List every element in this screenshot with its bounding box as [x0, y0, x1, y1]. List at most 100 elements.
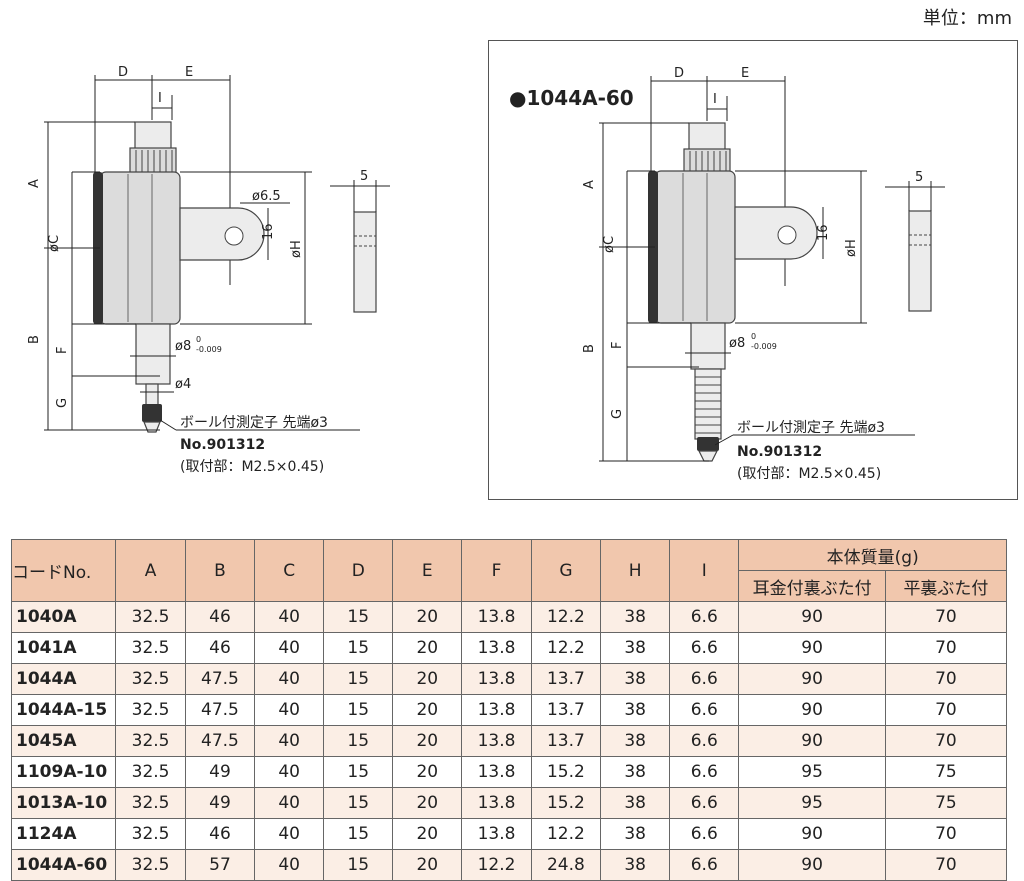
value-cell: 32.5 [115, 632, 186, 664]
value-cell: 40 [254, 601, 325, 633]
drawing-1044a-60: ●1044A-60 D E I 16 øH 5 ø8 0 -0.009 [488, 40, 1018, 500]
value-cell: 32.5 [115, 725, 186, 757]
value-cell: 15 [323, 632, 394, 664]
mount-thread: (取付部：M2.5×0.45) [737, 466, 881, 482]
col-header-6: F [461, 539, 532, 602]
value-cell: 46 [184, 601, 256, 633]
value-cell: 70 [884, 601, 1008, 633]
dim-a-label: A [582, 180, 597, 189]
col-header-mass-sub-1: 平裏ぶた付 [884, 570, 1008, 602]
table-subheader-row: 耳金付裏ぶた付平裏ぶた付 [12, 570, 1008, 602]
unit-label: 単位：mm [922, 8, 1012, 29]
hole-dia-label: ø6.5 [252, 189, 281, 204]
value-cell: 75 [884, 756, 1008, 788]
code-cell: 1044A-60 [10, 849, 117, 881]
value-cell: 40 [254, 787, 325, 819]
stem-dia-label: ø8 [729, 336, 745, 351]
dim-h-label: øH [844, 239, 859, 257]
mount-thread: (取付部：M2.5×0.45) [180, 459, 324, 475]
value-cell: 47.5 [184, 694, 256, 726]
value-cell: 6.6 [669, 787, 740, 819]
lug-width-label: 16 [261, 223, 276, 240]
value-cell: 49 [184, 756, 256, 788]
value-cell: 38 [600, 787, 671, 819]
value-cell: 13.7 [530, 694, 602, 726]
code-cell: 1013A-10 [10, 787, 117, 819]
dim-i-label: I [158, 91, 162, 106]
thickness-label: 5 [915, 170, 923, 185]
value-cell: 70 [884, 725, 1008, 757]
value-cell: 75 [884, 787, 1008, 819]
value-cell: 38 [600, 725, 671, 757]
col-header-5: E [392, 539, 463, 602]
stem-tol-lower: -0.009 [196, 345, 222, 354]
value-cell: 15.2 [530, 787, 602, 819]
value-cell: 40 [254, 632, 325, 664]
part-number: No.901312 [180, 437, 265, 453]
value-cell: 6.6 [669, 818, 740, 850]
part-number: No.901312 [737, 444, 822, 460]
value-cell: 90 [738, 725, 886, 757]
value-cell: 38 [600, 756, 671, 788]
value-cell: 20 [392, 663, 463, 695]
col-header-9: I [669, 539, 740, 602]
dim-d-label: D [674, 66, 684, 81]
value-cell: 38 [600, 632, 671, 664]
col-header-mass: 本体質量(g) [738, 539, 1007, 571]
value-cell: 40 [254, 694, 325, 726]
value-cell: 6.6 [669, 756, 740, 788]
value-cell: 12.2 [530, 818, 602, 850]
code-cell: 1040A [10, 601, 117, 633]
value-cell: 12.2 [530, 632, 602, 664]
value-cell: 90 [738, 632, 886, 664]
value-cell: 57 [184, 849, 256, 881]
value-cell: 95 [738, 787, 886, 819]
value-cell: 15 [323, 725, 394, 757]
value-cell: 90 [738, 818, 886, 850]
value-cell: 6.6 [669, 694, 740, 726]
value-cell: 40 [254, 849, 325, 881]
value-cell: 20 [392, 632, 463, 664]
value-cell: 15.2 [530, 756, 602, 788]
value-cell: 15 [323, 818, 394, 850]
code-cell: 1041A [10, 632, 117, 664]
dim-b-label: B [27, 335, 42, 344]
value-cell: 13.8 [461, 694, 532, 726]
value-cell: 70 [884, 849, 1008, 881]
value-cell: 24.8 [530, 849, 602, 881]
dim-g-label: G [55, 398, 70, 408]
col-header-3: C [254, 539, 325, 602]
value-cell: 70 [884, 694, 1008, 726]
value-cell: 20 [392, 601, 463, 633]
value-cell: 38 [600, 818, 671, 850]
dim-a-label: A [27, 179, 42, 188]
code-cell: 1044A-15 [10, 694, 117, 726]
code-cell: 1124A [10, 818, 117, 850]
dim-i-label: I [713, 92, 717, 107]
value-cell: 32.5 [115, 601, 186, 633]
contact-point-label: ボール付測定子 先端ø3 [737, 420, 885, 436]
dim-e-label: E [741, 66, 749, 81]
dim-h-label: øH [289, 240, 304, 258]
value-cell: 40 [254, 818, 325, 850]
value-cell: 46 [184, 632, 256, 664]
value-cell: 70 [884, 632, 1008, 664]
value-cell: 20 [392, 725, 463, 757]
dim-g-label: G [610, 409, 625, 419]
value-cell: 15 [323, 601, 394, 633]
value-cell: 15 [323, 787, 394, 819]
value-cell: 13.8 [461, 632, 532, 664]
value-cell: 6.6 [669, 725, 740, 757]
value-cell: 70 [884, 818, 1008, 850]
value-cell: 15 [323, 756, 394, 788]
dim-c-label: øC [602, 236, 617, 253]
value-cell: 15 [323, 694, 394, 726]
